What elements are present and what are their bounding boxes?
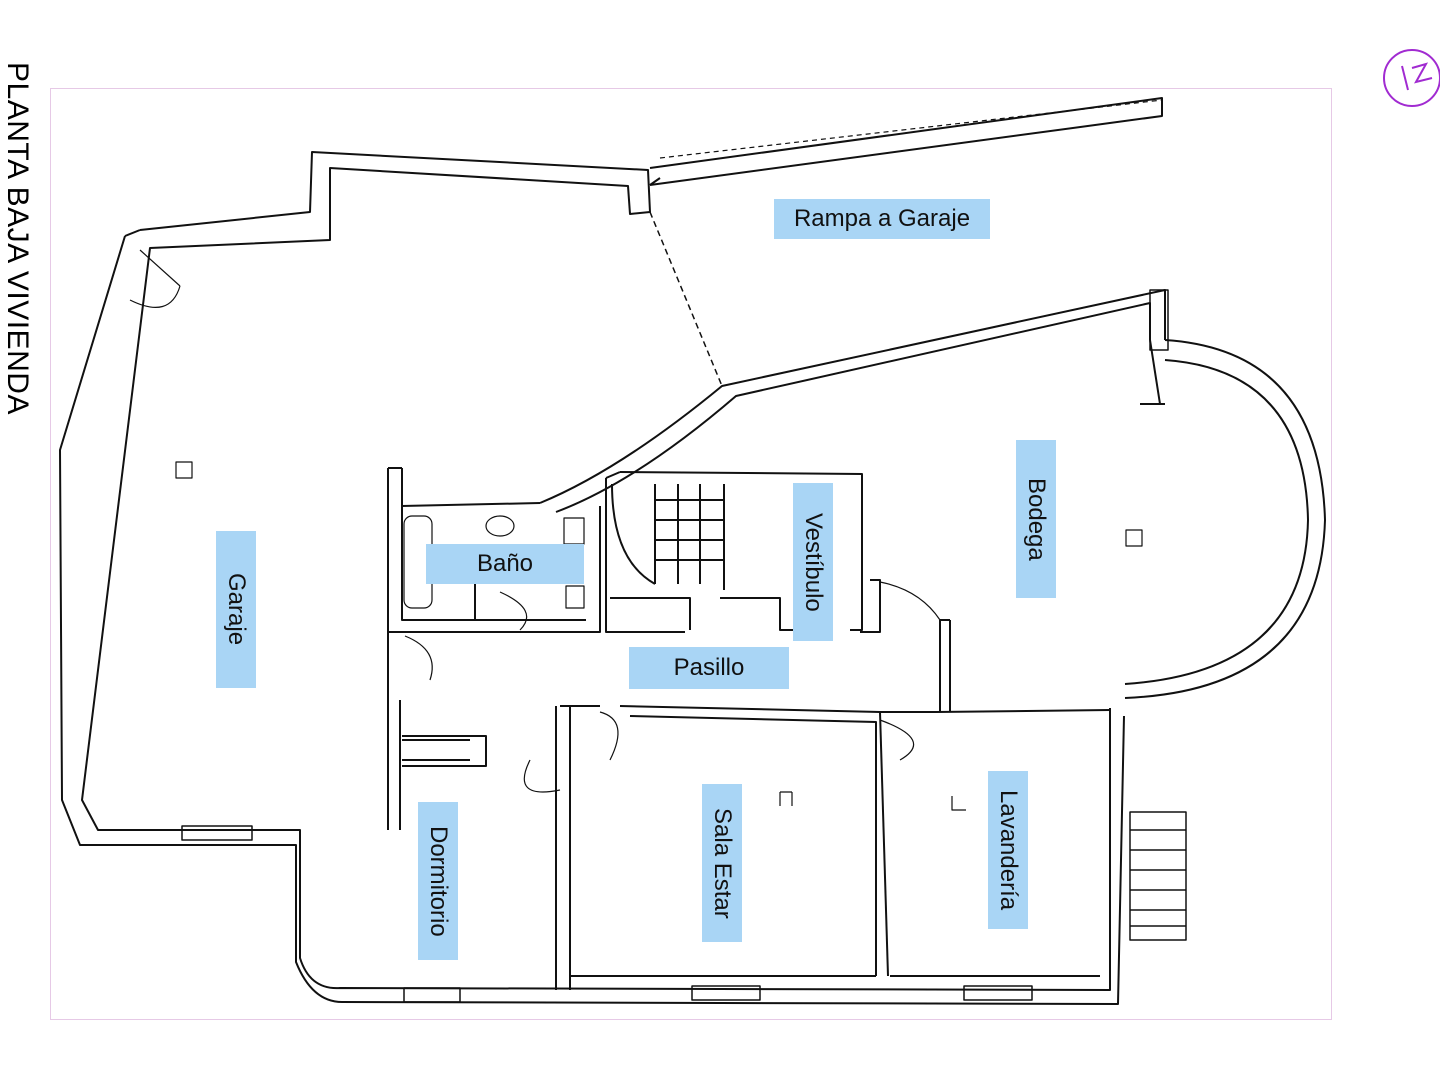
- windows: [181, 289, 1169, 1003]
- outer-walls: [59, 97, 1326, 1005]
- room-label-pasillo: Pasillo: [629, 647, 789, 689]
- plan-title: PLANTA BAJA VIVIENDA: [1, 62, 34, 415]
- interior-walls: [387, 467, 1111, 990]
- room-label-garaje: Garaje: [216, 531, 256, 688]
- door-swings: [129, 249, 941, 793]
- room-label-sala-estar: Sala Estar: [702, 784, 742, 942]
- room-label-rampa: Rampa a Garaje: [774, 199, 990, 239]
- room-label-bodega: Bodega: [1016, 440, 1056, 598]
- plan-frame: [50, 88, 1332, 1020]
- room-label-vestibulo: Vestíbulo: [793, 483, 833, 641]
- room-label-dormitorio: Dormitorio: [418, 802, 458, 960]
- brand-logo: [1383, 49, 1440, 107]
- room-label-bano: Baño: [426, 544, 584, 584]
- room-label-lavanderia: Lavandería: [988, 771, 1028, 929]
- exterior-stairs: [1129, 811, 1187, 941]
- fixtures: [175, 461, 1143, 811]
